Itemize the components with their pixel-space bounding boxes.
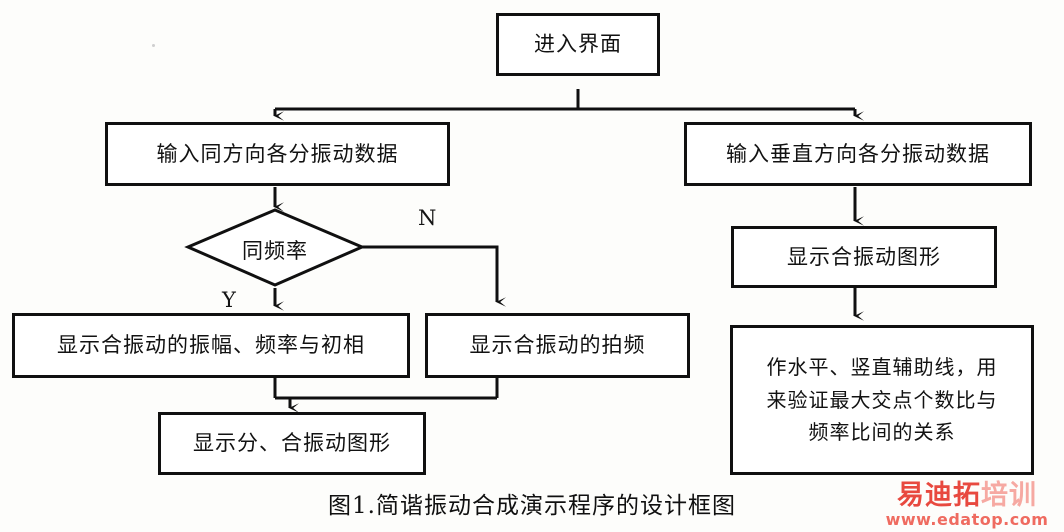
- node-start[interactable]: 进入界面: [496, 13, 660, 76]
- watermark: 易迪拓培训 www.edatop.com: [878, 482, 1056, 529]
- figure-caption: 图1.简谐振动合成演示程序的设计框图: [328, 493, 736, 519]
- node-draw-auxiliary-lines-line-3: 频率比间的关系: [808, 420, 956, 445]
- edge-label-yes: Y: [222, 288, 236, 312]
- watermark-brand-part2: 培训: [981, 480, 1037, 511]
- node-show-component-and-resultant[interactable]: 显示分、合振动图形: [158, 412, 426, 475]
- watermark-url: www.edatop.com: [885, 510, 1049, 529]
- node-draw-auxiliary-lines-line-2: 来验证最大交点个数比与: [766, 387, 998, 412]
- node-show-amplitude-freq-phase[interactable]: 显示合振动的振幅、频率与初相: [12, 313, 410, 378]
- node-draw-auxiliary-lines[interactable]: 作水平、竖直辅助线，用 来验证最大交点个数比与 频率比间的关系: [730, 325, 1034, 475]
- watermark-brand: 易迪拓培训: [878, 482, 1056, 509]
- node-start-label: 进入界面: [534, 32, 622, 57]
- node-show-resultant-figure-label: 显示合振动图形: [787, 244, 941, 269]
- node-input-perpendicular[interactable]: 输入垂直方向各分振动数据: [684, 122, 1032, 186]
- node-show-beat-frequency[interactable]: 显示合振动的拍频: [425, 313, 690, 378]
- edge-label-no: N: [418, 206, 437, 230]
- edge-decision-no: [362, 245, 507, 307]
- scan-speck: [152, 44, 155, 47]
- decision-diamond-shape: [184, 208, 366, 287]
- node-show-beat-frequency-label: 显示合振动的拍频: [469, 333, 646, 358]
- node-input-same-direction-label: 输入同方向各分振动数据: [156, 141, 399, 166]
- node-draw-auxiliary-lines-line-1: 作水平、竖直辅助线，用: [766, 355, 998, 380]
- node-show-amplitude-freq-phase-label: 显示合振动的振幅、频率与初相: [57, 333, 365, 358]
- node-show-component-and-resultant-label: 显示分、合振动图形: [193, 431, 391, 456]
- node-input-same-direction[interactable]: 输入同方向各分振动数据: [105, 122, 450, 186]
- watermark-brand-part1: 易迪拓: [897, 480, 981, 511]
- node-show-resultant-figure[interactable]: 显示合振动图形: [731, 226, 997, 288]
- node-input-perpendicular-label: 输入垂直方向各分振动数据: [726, 141, 990, 166]
- node-decision-same-frequency-label: 同频率: [242, 239, 308, 263]
